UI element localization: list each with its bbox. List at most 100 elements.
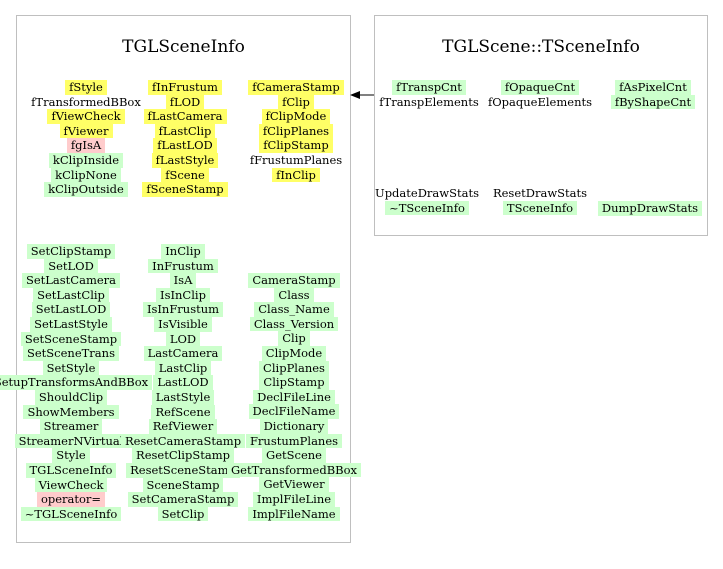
member-item: fLastCamera — [143, 109, 227, 124]
method-item: SetupTransformsAndBBox — [0, 375, 153, 390]
method-item: SetSceneTrans — [23, 346, 119, 361]
member-item: kClipOutside — [44, 182, 128, 197]
method-item: LastCamera — [143, 346, 223, 361]
method-item: ResetClipStamp — [132, 448, 234, 463]
member-item: fTranspElements — [379, 94, 479, 109]
class-title: TGLScene::TSceneInfo — [442, 37, 640, 57]
member-item: fOpaqueElements — [488, 94, 592, 109]
member-item: fAsPixelCnt — [615, 80, 691, 95]
member-item: kClipInside — [48, 152, 124, 168]
member-item: fLastStyle — [151, 152, 219, 168]
method-item: LastClip — [154, 360, 212, 376]
method-item: InFrustum — [148, 258, 218, 274]
method-item: TSceneInfo — [502, 200, 578, 216]
method-item: DeclFileLine — [253, 389, 335, 405]
method-item: SetSceneStamp — [20, 331, 122, 347]
method-item: GetScene — [262, 448, 326, 463]
method-item: ResetSceneStamp — [126, 462, 240, 478]
method-item: IsA — [169, 273, 197, 288]
method-item: SetLastCamera — [21, 273, 121, 288]
method-item: ResetDrawStats — [492, 186, 588, 200]
method-item: Class_Version — [249, 316, 339, 332]
method-item: DumpDrawStats — [597, 201, 703, 216]
inheritance-arrow — [350, 91, 375, 99]
method-item: LOD — [165, 331, 201, 347]
method-item: ResetCameraStamp — [120, 433, 246, 449]
member-item: fOpaqueCnt — [500, 80, 580, 95]
member-item: fClip — [278, 94, 314, 110]
method-item: Class — [274, 287, 314, 303]
method-item: SetClip — [157, 506, 209, 522]
method-item: LastLOD — [153, 375, 213, 390]
member-item: kClipNone — [51, 167, 121, 183]
member-item: fgIsA — [66, 138, 106, 153]
method-item: GetViewer — [259, 477, 329, 492]
method-item: operator= — [36, 492, 106, 507]
member-item: fStyle — [65, 80, 107, 95]
method-item: ShowMembers — [23, 404, 119, 420]
method-item: UpdateDrawStats — [375, 186, 479, 200]
method-item: IsInClip — [156, 287, 210, 303]
methods-column-3: DumpDrawStats — [597, 201, 703, 216]
method-item: IsInFrustum — [142, 302, 224, 317]
method-item: RefViewer — [148, 419, 218, 434]
method-item: ~TSceneInfo — [385, 200, 469, 216]
method-item: SetLastStyle — [30, 316, 112, 332]
member-item: fViewCheck — [47, 109, 125, 124]
method-item: CameraStamp — [248, 273, 340, 288]
member-item: fScene — [161, 167, 209, 183]
method-item: Dictionary — [259, 418, 329, 434]
method-item: SetLastLOD — [31, 302, 111, 317]
methods-column-1: UpdateDrawStats~TSceneInfo — [375, 186, 479, 216]
method-item: SetLastClip — [33, 287, 109, 303]
method-item: Style — [52, 448, 90, 463]
member-item: fLastClip — [154, 123, 216, 139]
method-item: IsVisible — [154, 316, 212, 332]
method-item: DeclFileName — [248, 404, 340, 419]
method-item: ~TGLSceneInfo — [20, 506, 122, 522]
member-item: fFrustumPlanes — [249, 152, 343, 167]
member-item: fViewer — [59, 123, 113, 139]
method-item: SetCameraStamp — [127, 492, 239, 507]
method-item: RefScene — [151, 404, 215, 420]
method-item: GetTransformedBBox — [227, 462, 362, 478]
member-item: fCameraStamp — [248, 80, 344, 95]
method-item: ClipStamp — [259, 375, 329, 390]
method-item: LastStyle — [151, 389, 215, 405]
method-item: ClipMode — [261, 345, 327, 361]
method-item: SetStyle — [42, 360, 100, 376]
member-item: fInFrustum — [148, 80, 222, 95]
class-title: TGLSceneInfo — [122, 37, 245, 57]
method-item: Clip — [278, 331, 310, 346]
method-item: Streamer — [39, 419, 103, 434]
method-item: ImplFileName — [248, 506, 340, 522]
method-item: ShouldClip — [34, 389, 108, 405]
method-item: InClip — [161, 244, 205, 259]
method-item: ViewCheck — [34, 477, 108, 493]
member-item: fLastLOD — [153, 138, 217, 153]
method-item: FrustumPlanes — [245, 433, 343, 449]
method-item: ImplFileLine — [252, 491, 336, 507]
member-item: fClipPlanes — [258, 123, 334, 139]
member-item: fSceneStamp — [142, 182, 228, 197]
member-item: fLOD — [165, 94, 205, 110]
member-item: fClipMode — [261, 109, 331, 124]
method-item: ClipPlanes — [259, 360, 329, 376]
member-item: fClipStamp — [259, 138, 333, 153]
method-item: StreamerNVirtual — [14, 433, 128, 449]
member-item: fInClip — [272, 167, 320, 183]
method-item: SetClipStamp — [26, 244, 116, 259]
method-item: TGLSceneInfo — [25, 462, 117, 478]
